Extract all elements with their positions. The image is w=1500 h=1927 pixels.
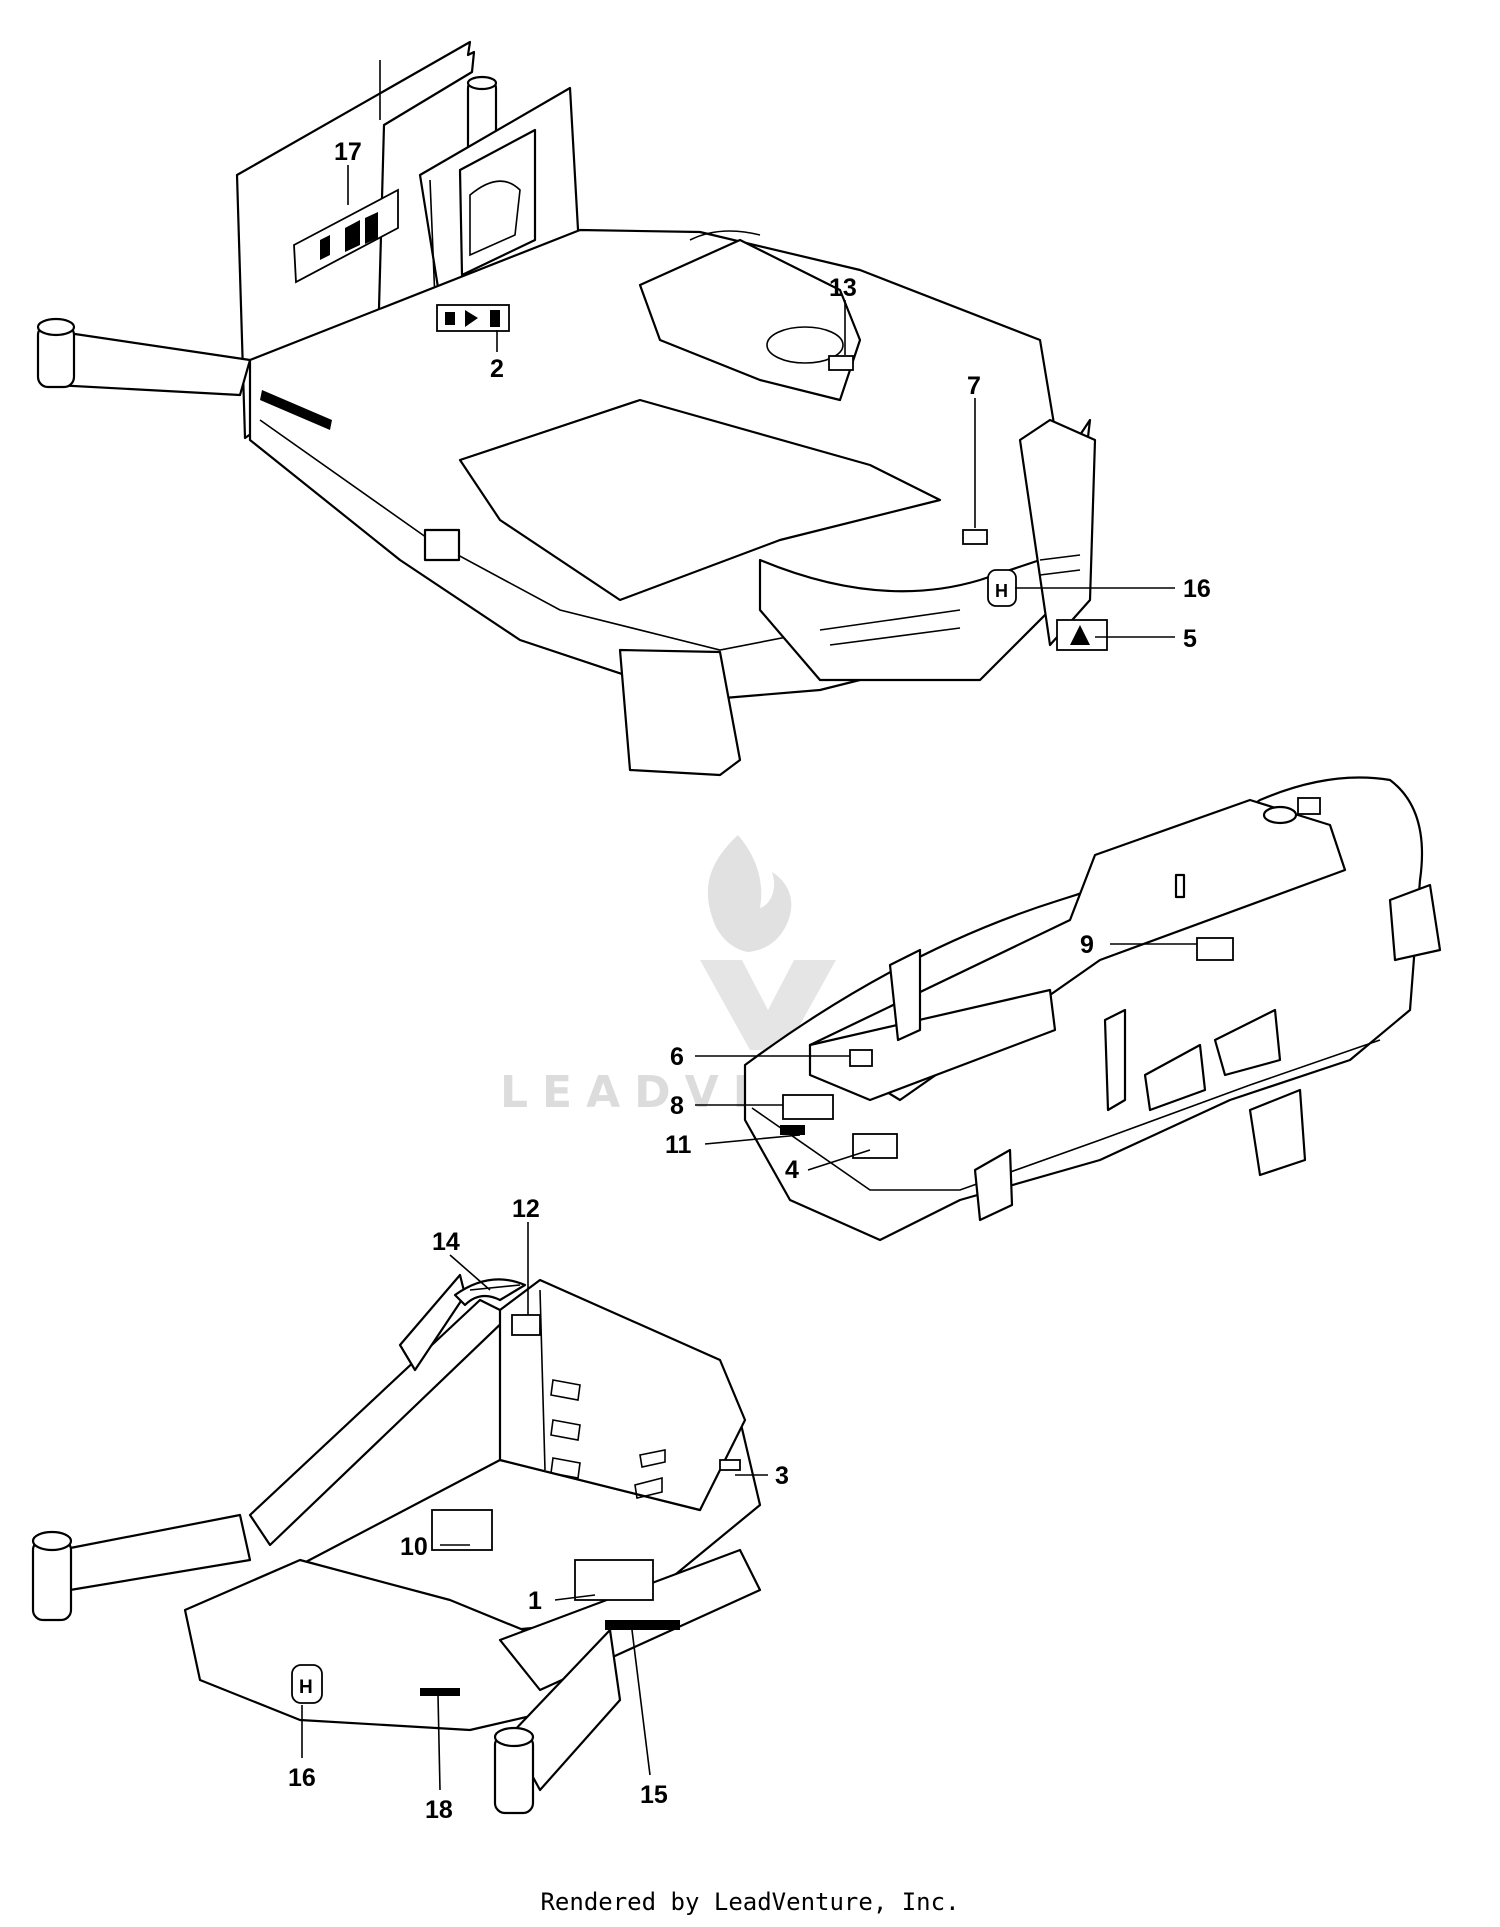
decal-8 [782, 1094, 834, 1120]
decal-16-bottom: H [291, 1664, 323, 1704]
lower-frame-left-arm [58, 1513, 252, 1592]
callout-10: 10 [400, 1533, 428, 1561]
decal-3 [719, 1459, 741, 1471]
decal-18 [420, 1688, 460, 1696]
callout-8: 8 [670, 1092, 684, 1120]
callout-14: 14 [432, 1228, 460, 1256]
callout-leaders [301, 165, 1197, 1791]
callout-1: 1 [528, 1587, 542, 1615]
upper-frame-assembly: H [36, 40, 1108, 777]
svg-text:H: H [299, 1677, 313, 1698]
svg-text:H: H [995, 581, 1008, 601]
decal-4 [852, 1133, 898, 1159]
decal-5 [1056, 619, 1108, 651]
callout-13: 13 [829, 274, 857, 302]
callout-4: 4 [785, 1156, 799, 1184]
callout-labels: 17 2 13 7 16 5 9 6 8 11 4 12 14 3 10 1 1… [288, 138, 1211, 1824]
lower-frame-assembly: H [31, 1273, 762, 1815]
decal-16-top: H [987, 569, 1017, 607]
decal-deck-corner [1297, 797, 1321, 815]
watermark-flame-icon [707, 835, 792, 952]
decal-15 [605, 1620, 680, 1630]
decal-9 [1196, 937, 1234, 961]
callout-16-bottom: 16 [288, 1764, 316, 1792]
callout-7: 7 [967, 372, 981, 400]
callout-5: 5 [1183, 625, 1197, 653]
mower-deck-assembly [743, 776, 1442, 1242]
callout-6: 6 [670, 1043, 684, 1071]
decal-12 [511, 1314, 541, 1336]
brand-strip-top [260, 390, 332, 430]
callout-17: 17 [334, 138, 362, 166]
callout-9: 9 [1080, 931, 1094, 959]
callout-18: 18 [425, 1796, 453, 1824]
callout-2: 2 [490, 355, 504, 383]
decal-7 [962, 529, 988, 545]
frame-left-arm [46, 328, 252, 397]
callout-16-top: 16 [1183, 575, 1211, 603]
decal-10 [431, 1509, 493, 1551]
decal-1 [574, 1559, 654, 1601]
decal-17 [293, 188, 399, 284]
callout-11: 11 [665, 1131, 692, 1159]
footer-credit: Rendered by LeadVenture, Inc. [540, 1888, 960, 1916]
decal-13 [828, 355, 854, 371]
decal-11 [780, 1125, 805, 1135]
watermark-v-icon [700, 960, 836, 1050]
callout-15: 15 [640, 1781, 668, 1809]
decal-6 [849, 1049, 873, 1067]
floor-pan [458, 398, 942, 602]
fuel-tank [618, 648, 742, 777]
decal-2 [436, 304, 510, 332]
lower-upright-panel [498, 1278, 747, 1512]
callout-12: 12 [512, 1195, 540, 1223]
callout-3: 3 [775, 1462, 789, 1490]
